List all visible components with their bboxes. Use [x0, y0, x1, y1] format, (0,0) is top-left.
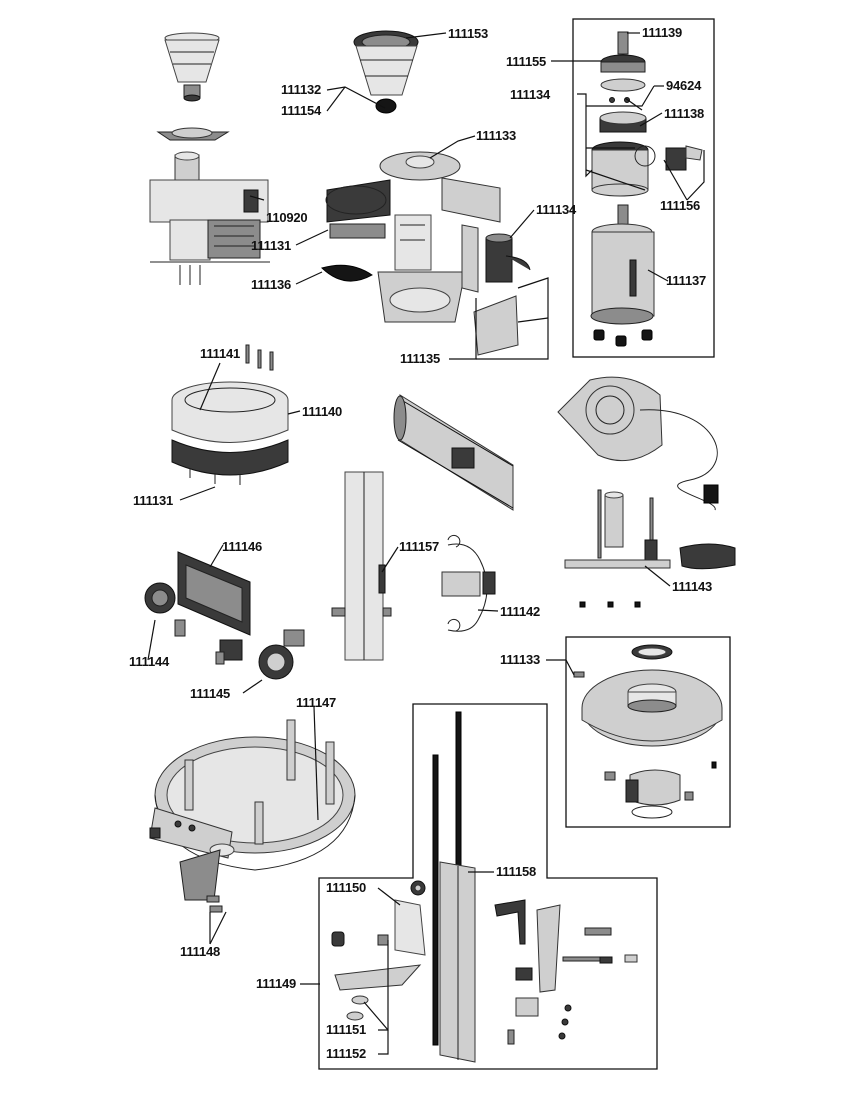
dosing-mechanism-group [331, 711, 638, 1063]
label-111158: 111158 [496, 864, 536, 879]
base-plate-cable-group [557, 376, 736, 608]
label-111150: 111150 [326, 880, 366, 895]
label-111148: 111148 [180, 944, 220, 959]
hopper-main-group [353, 30, 419, 114]
label-111153: 111153 [448, 26, 488, 41]
label-111147: 111147 [296, 695, 336, 710]
label-111134-right: 111134 [510, 87, 551, 102]
base-assembly-left [149, 151, 270, 285]
bracket-group [441, 534, 496, 632]
label-111152: 111152 [326, 1046, 366, 1061]
label-111141: 111141 [200, 346, 240, 361]
label-111146: 111146 [222, 539, 262, 554]
cover-plate-group [573, 644, 723, 819]
label-111131-mid: 111131 [133, 493, 173, 508]
label-111142: 111142 [500, 604, 540, 619]
label-111144: 111144 [129, 654, 170, 669]
label-111136: 111136 [251, 277, 291, 292]
label-111135: 111135 [400, 351, 440, 366]
label-111132: 111132 [281, 82, 321, 97]
housing-top-group [321, 151, 501, 323]
rail-profile-group [393, 394, 514, 511]
label-111134-center: 111134 [536, 202, 577, 217]
label-111133-top: 111133 [476, 128, 516, 143]
label-111157: 111157 [399, 539, 439, 554]
label-94624: 94624 [666, 78, 702, 93]
label-111143: 111143 [672, 579, 712, 594]
label-111156: 111156 [660, 198, 700, 213]
display-board-group [144, 551, 305, 680]
fork-ring-group [149, 719, 356, 913]
adjustment-ring-group [171, 344, 289, 485]
motor-group [590, 204, 655, 347]
part-labels: 111153 111132 111154 111133 110920 11113… [129, 25, 712, 1061]
label-111155: 111155 [506, 54, 546, 69]
dosing-assembly-box [318, 703, 658, 1070]
cover-plate-box [565, 636, 731, 828]
leader-lines [147, 32, 705, 1055]
label-111131-top: 111131 [251, 238, 291, 253]
label-111149: 111149 [256, 976, 296, 991]
vertical-plate-group [331, 471, 392, 661]
label-111140: 111140 [302, 404, 342, 419]
label-110920: 110920 [266, 210, 307, 225]
label-111154: 111154 [281, 103, 322, 118]
label-111145: 111145 [190, 686, 230, 701]
label-111138: 111138 [664, 106, 704, 121]
burr-carrier-group [591, 31, 703, 197]
label-111139: 111139 [642, 25, 682, 40]
motor-assembly-box [572, 18, 715, 358]
label-111151: 111151 [326, 1022, 366, 1037]
label-111133-box: 111133 [500, 652, 540, 667]
hopper-small-group [156, 32, 230, 141]
label-111137: 111137 [666, 273, 706, 288]
gearmotor-group [461, 224, 531, 356]
